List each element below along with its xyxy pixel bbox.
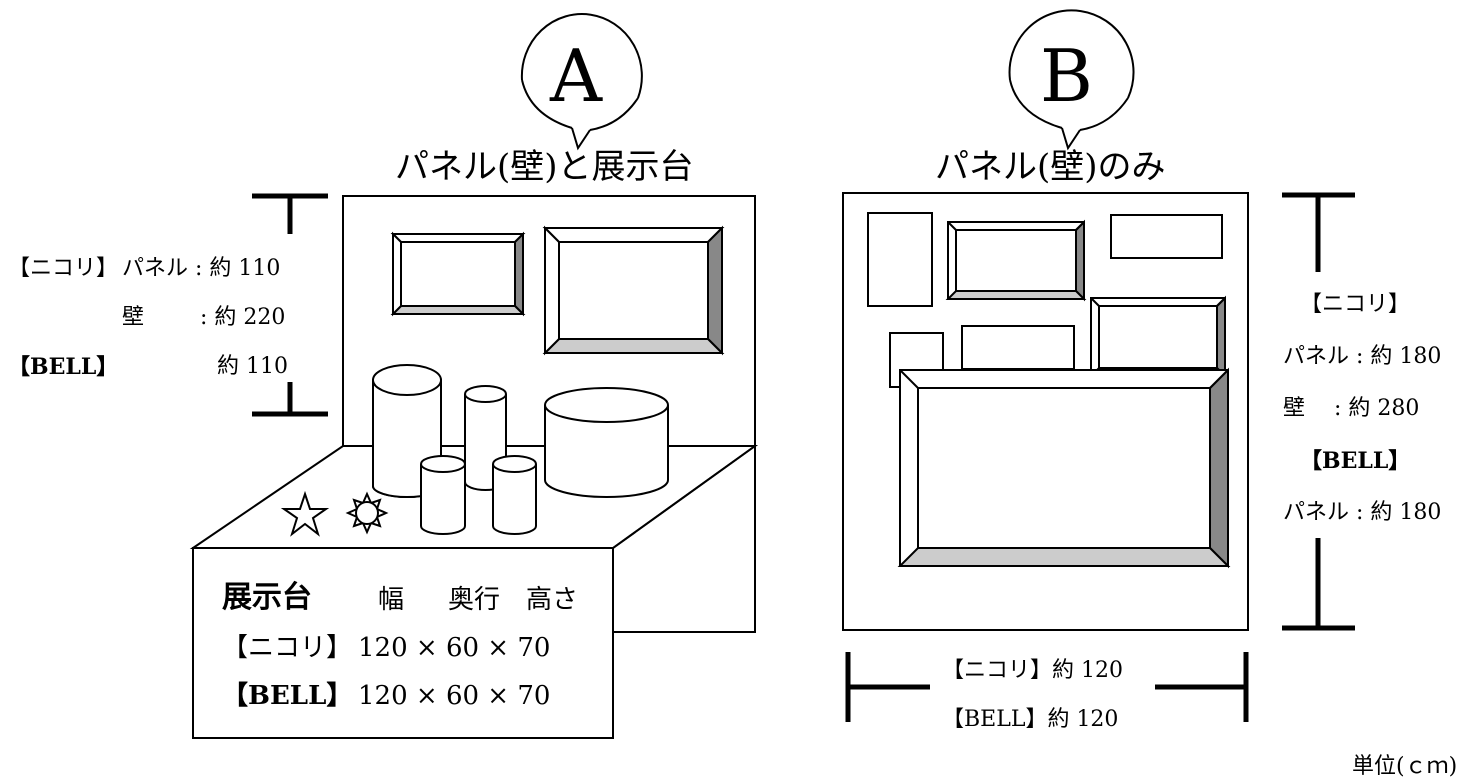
stand-col-height: 高さ xyxy=(526,585,579,615)
stand-row-values: 120 × 60 × 70 xyxy=(358,633,551,663)
section-b-letter: B xyxy=(1040,34,1093,118)
a-bell-dim: 約 110 xyxy=(217,354,288,379)
plain-frame-2 xyxy=(1110,214,1223,259)
stand-row-label: 【ニコリ】 xyxy=(222,633,353,663)
b-nikori-label: 【ニコリ】 xyxy=(1300,292,1411,317)
frame-b-1 xyxy=(945,219,1087,302)
plain-frame-4 xyxy=(961,325,1075,370)
frame-a-small xyxy=(390,231,526,317)
sun-icon xyxy=(345,491,389,535)
section-b-title: パネル(壁)のみ xyxy=(935,147,1166,187)
frame-a-large xyxy=(542,225,725,356)
stand-front xyxy=(192,547,614,739)
star-icon xyxy=(280,490,330,537)
cylinder-short-right xyxy=(492,455,537,535)
width-bracket-b xyxy=(845,652,1249,722)
b-bell-label: 【BELL】 xyxy=(1300,448,1411,474)
height-bracket-a xyxy=(252,193,328,417)
bubble-a xyxy=(520,13,643,151)
frame-b-large xyxy=(897,367,1231,569)
stand-table-title: 展示台 xyxy=(222,580,312,615)
cylinder-wide xyxy=(544,387,669,498)
cylinder-short-left xyxy=(420,455,466,535)
stand-row-label: 【BELL】 xyxy=(222,681,353,711)
a-panel-dim: パネル : 約 110 xyxy=(122,256,281,281)
stand-col-depth: 奥行 xyxy=(448,585,501,615)
a-wall-label: 壁 xyxy=(122,305,145,330)
a-wall-dim: : 約 220 xyxy=(200,305,286,330)
b-panel-dim: パネル : 約 180 xyxy=(1283,344,1442,369)
b-width-nikori: 【ニコリ】約 120 xyxy=(942,658,1123,683)
stand-row-values: 120 × 60 × 70 xyxy=(358,681,551,711)
stand-col-width: 幅 xyxy=(378,585,405,615)
b-width-bell: 【BELL】約 120 xyxy=(942,707,1119,732)
plain-frame-1 xyxy=(867,212,933,307)
section-a-letter: A xyxy=(550,34,602,118)
frame-b-2 xyxy=(1088,295,1228,379)
height-bracket-b xyxy=(1282,192,1355,631)
bubble-b xyxy=(1008,9,1135,151)
b-bell-panel-dim: パネル : 約 180 xyxy=(1283,500,1442,525)
unit-label: 単位(ｃｍ) xyxy=(1352,754,1458,779)
a-nikori-label: 【ニコリ】 xyxy=(8,256,119,281)
a-bell-label: 【BELL】 xyxy=(8,354,119,380)
section-a-title: パネル(壁)と展示台 xyxy=(395,147,694,187)
b-wall-dim: 壁 : 約 280 xyxy=(1283,396,1420,421)
